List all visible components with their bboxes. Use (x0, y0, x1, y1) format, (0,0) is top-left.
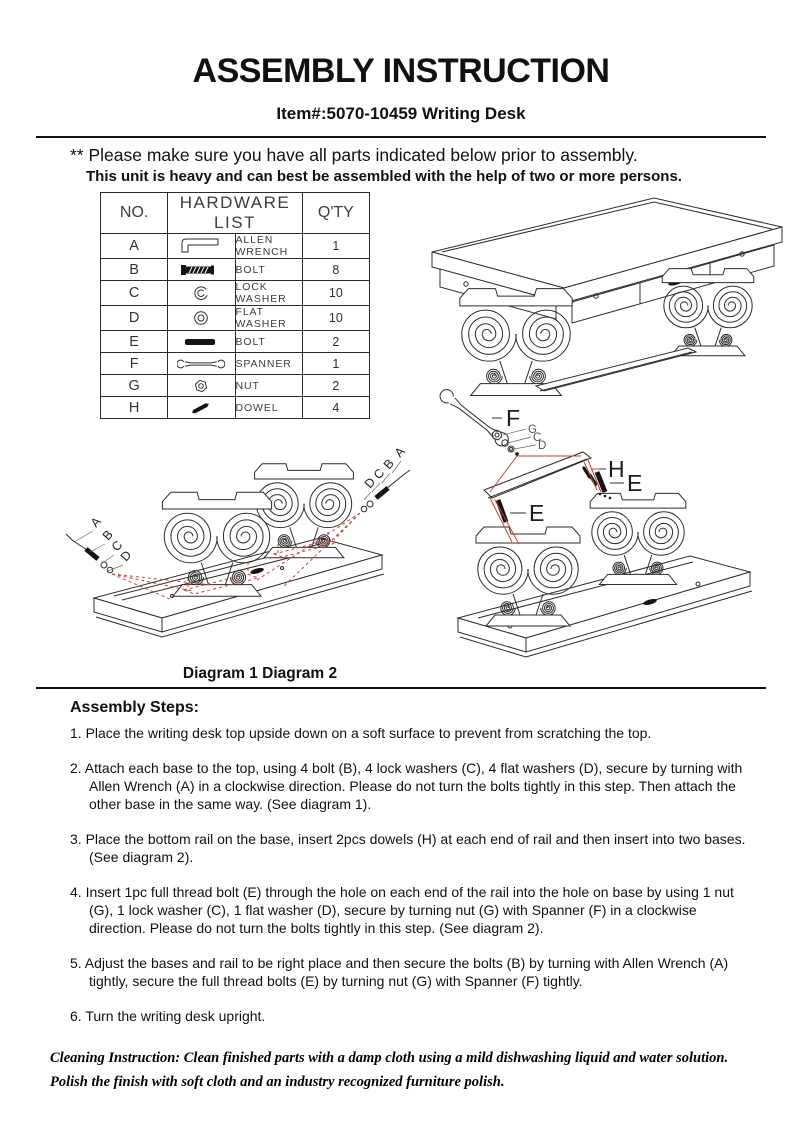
part-name: BOLT (234, 330, 303, 353)
table-row: A ALLEN WRENCH 1 (99, 233, 371, 259)
cleaning-line-2: Polish the finish with soft cloth and an… (50, 1074, 505, 1090)
part-letter: E (99, 330, 169, 353)
table-row: G NUT 2 (99, 374, 371, 397)
assembly-step-2: 2. Attach each base to the top, using 4 … (70, 760, 743, 812)
nut-washer-callout: G C D (490, 424, 546, 456)
label-c: C (533, 432, 541, 444)
label-e: E (529, 500, 544, 526)
part-name: SPANNER (234, 352, 303, 375)
assembly-step-6: 6. Turn the writing desk upright. (70, 1008, 266, 1024)
allen-wrench-icon (168, 237, 234, 255)
hardware-table-header: NO. HARDWARE LIST Q'TY (99, 192, 371, 234)
flat-washer-icon (168, 309, 234, 327)
part-letter: A (99, 233, 169, 259)
part-letter: B (99, 258, 169, 281)
part-name: BOLT (234, 258, 303, 281)
assembled-desk-illustration (420, 190, 795, 415)
table-row: E BOLT 2 (99, 330, 371, 353)
part-letter: G (99, 374, 169, 397)
part-letter: H (99, 396, 169, 419)
assembly-step-1: 1. Place the writing desk top upside dow… (70, 725, 652, 741)
col-no: NO. (99, 192, 169, 234)
label-d: D (538, 440, 546, 452)
spanner-callout: F (437, 387, 520, 449)
diagram-2-illustration: F G C D E (398, 386, 793, 691)
part-name: LOCK WASHER (234, 280, 303, 306)
part-name: DOWEL (234, 396, 303, 419)
cleaning-instruction: Cleaning Instruction: Clean finished par… (50, 1046, 762, 1094)
assembly-steps: Assembly Steps: 1. Place the writing des… (70, 699, 746, 1042)
part-letter: F (99, 352, 169, 375)
nut-icon (169, 377, 234, 395)
part-qty: 10 (301, 305, 371, 331)
table-row: F SPANNER 1 (99, 352, 371, 375)
part-name: NUT (234, 374, 303, 397)
full-thread-bolt-icon (169, 333, 234, 351)
part-name: ALLEN WRENCH (234, 233, 303, 259)
part-qty: 4 (301, 396, 371, 419)
part-qty: 1 (301, 233, 371, 259)
assembly-steps-heading: Assembly Steps: (70, 699, 199, 716)
note-heavy: This unit is heavy and can best be assem… (86, 168, 682, 185)
assembly-step-5: 5. Adjust the bases and rail to be right… (70, 955, 729, 989)
part-letter: D (99, 305, 169, 331)
part-qty: 8 (301, 258, 371, 281)
bolt-icon (169, 261, 234, 279)
diagram-caption: Diagram 1 Diagram 2 (182, 665, 338, 682)
part-qty: 2 (301, 374, 371, 397)
assembly-step-4: 4. Insert 1pc full thread bolt (E) throu… (70, 884, 734, 936)
col-hardware-list: HARDWARE LIST (167, 192, 303, 234)
label-f: F (506, 405, 520, 431)
diagram-1-illustration: A B C D A B C D (52, 428, 422, 678)
part-name: FLAT WASHER (234, 305, 303, 331)
col-qty: Q'TY (301, 192, 371, 234)
table-row: H DOWEL 4 (99, 396, 371, 419)
label-a: A (88, 514, 104, 530)
dowel-icon (169, 399, 234, 417)
table-row: D FLAT WASHER 10 (99, 305, 371, 331)
page-title: ASSEMBLY INSTRUCTION (192, 52, 610, 90)
item-number: Item#:5070-10459 Writing Desk (276, 104, 526, 123)
table-row: C LOCK WASHER 10 (99, 280, 371, 306)
lock-washer-icon (168, 284, 234, 302)
part-qty: 1 (301, 352, 371, 375)
divider-mid (36, 687, 766, 689)
label-g: G (528, 424, 537, 436)
assembly-step-3: 3. Place the bottom rail on the base, in… (70, 831, 746, 865)
cleaning-line-1: Cleaning Instruction: Clean finished par… (50, 1050, 729, 1066)
hardware-table: NO. HARDWARE LIST Q'TY A ALLEN WRENCH 1 … (99, 192, 371, 419)
part-qty: 2 (301, 330, 371, 353)
note-parts: ** Please make sure you have all parts i… (70, 145, 638, 165)
part-qty: 10 (301, 280, 371, 306)
label-h: H (608, 456, 625, 482)
table-row: B BOLT 8 (99, 258, 371, 281)
part-letter: C (99, 280, 169, 306)
divider-top (36, 136, 766, 138)
spanner-icon (168, 355, 234, 373)
label-e: E (627, 470, 642, 496)
